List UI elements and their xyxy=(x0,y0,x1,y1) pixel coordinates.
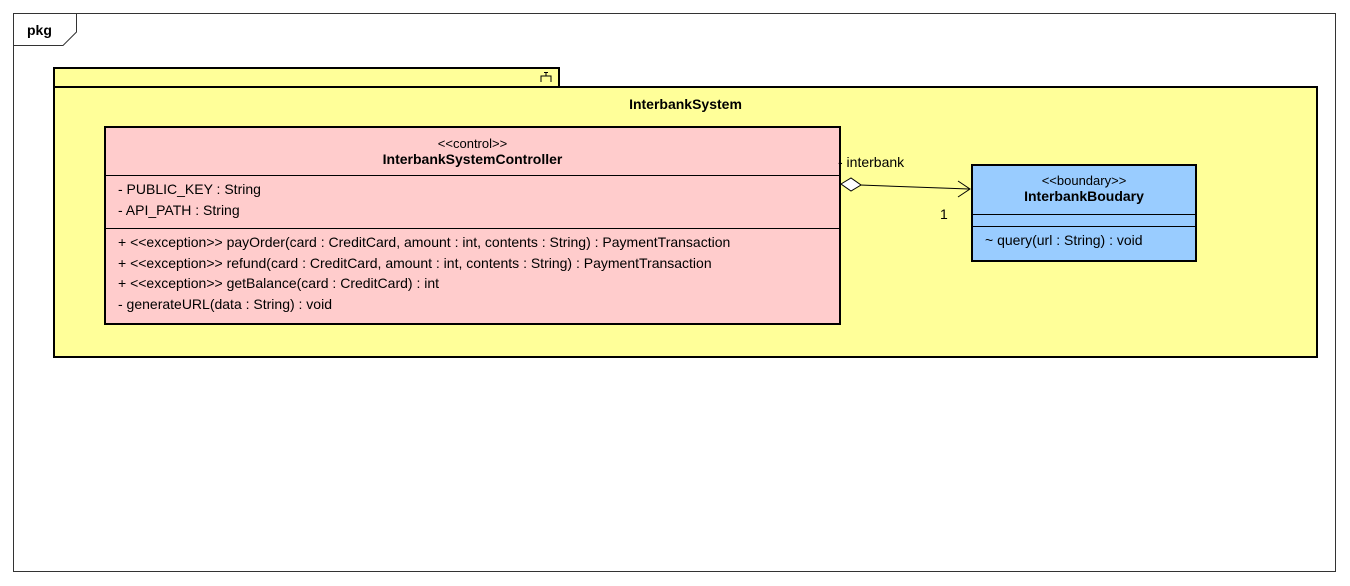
package-tab xyxy=(53,67,560,88)
diagram-frame xyxy=(13,13,1336,572)
operation-compartment: + <<exception>> payOrder(card : CreditCa… xyxy=(106,228,839,317)
class-header: <<control>> InterbankSystemController xyxy=(106,128,839,175)
package-icon xyxy=(540,72,552,82)
attribute-compartment xyxy=(973,214,1195,226)
attribute-compartment: - PUBLIC_KEY : String - API_PATH : Strin… xyxy=(106,175,839,228)
class-interbank-system-controller[interactable]: <<control>> InterbankSystemController - … xyxy=(104,126,841,325)
operation-compartment: ~ query(url : String) : void xyxy=(973,226,1195,254)
operation: - generateURL(data : String) : void xyxy=(118,295,332,312)
class-name: InterbankBoudary xyxy=(1024,188,1144,204)
class-interbank-boudary[interactable]: <<boundary>> InterbankBoudary ~ query(ur… xyxy=(971,164,1197,262)
frame-label: pkg xyxy=(27,22,52,38)
package-name: InterbankSystem xyxy=(629,96,742,112)
association-role-label: - interbank xyxy=(838,154,905,170)
operation: + <<exception>> refund(card : CreditCard… xyxy=(118,254,712,271)
attribute: - API_PATH : String xyxy=(118,201,240,218)
operation: + <<exception>> getBalance(card : Credit… xyxy=(118,275,440,291)
frame-label-pentagon xyxy=(13,13,77,46)
operation: + <<exception>> payOrder(card : CreditCa… xyxy=(118,234,731,250)
class-stereotype: <<control>> xyxy=(437,136,508,151)
attribute: - PUBLIC_KEY : String xyxy=(118,181,261,197)
operation: ~ query(url : String) : void xyxy=(985,232,1143,248)
class-stereotype: <<boundary>> xyxy=(1041,173,1127,188)
class-header: <<boundary>> InterbankBoudary xyxy=(973,166,1195,214)
class-name: InterbankSystemController xyxy=(382,151,563,167)
association-multiplicity: 1 xyxy=(940,206,948,222)
